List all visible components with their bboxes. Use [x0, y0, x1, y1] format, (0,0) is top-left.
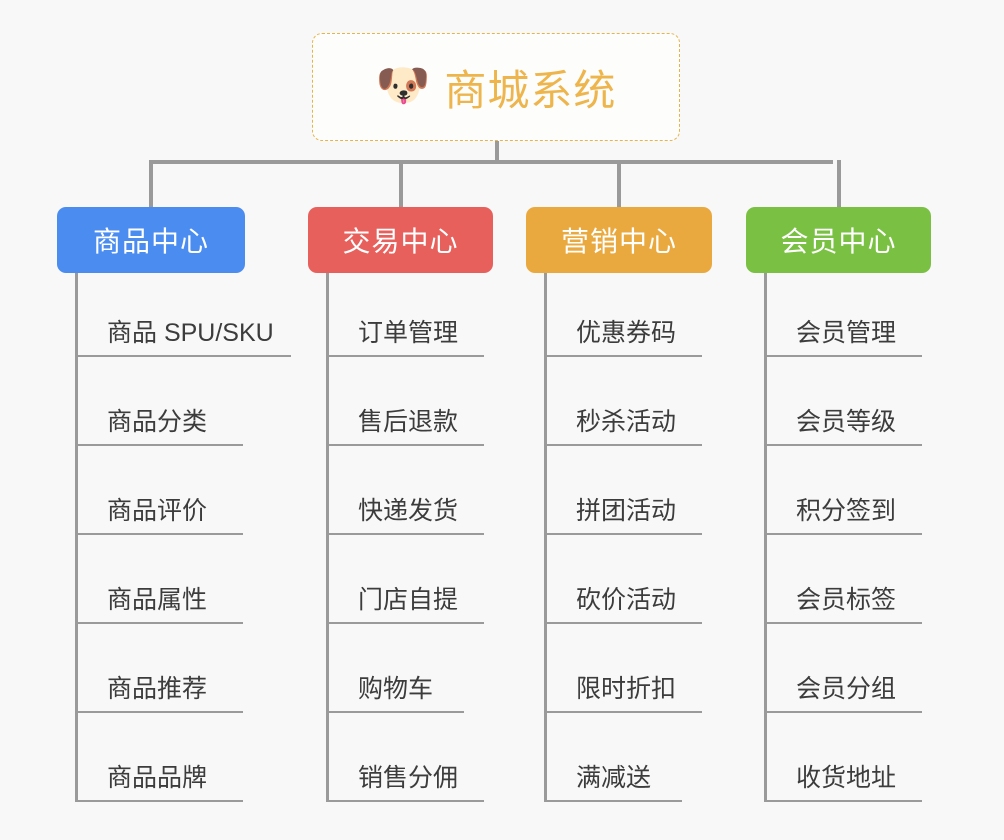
leaf-underline: [544, 711, 702, 713]
leaf-label: 会员分组: [796, 675, 897, 703]
connector-drop-1: [149, 160, 153, 208]
connector-drop-4: [836, 160, 841, 208]
leaf-underline: [544, 444, 702, 446]
leaf-label: 销售分佣: [358, 764, 459, 792]
leaf-underline: [326, 444, 484, 446]
leaf-label: 会员等级: [796, 408, 897, 436]
leaf-underline: [764, 355, 922, 357]
connector-drop-2: [398, 160, 403, 208]
leaf-label: 秒杀活动: [576, 408, 677, 436]
leaf-label: 收货地址: [796, 764, 897, 792]
leaf-label: 商品属性: [107, 586, 208, 614]
leaf-underline: [544, 355, 702, 357]
branch-trunk-2: [326, 273, 329, 802]
leaf-label: 售后退款: [358, 408, 459, 436]
leaf-underline: [764, 622, 922, 624]
leaf-label: 购物车: [358, 675, 434, 703]
category-label: 商品中心: [92, 226, 209, 257]
leaf-label: 商品品牌: [107, 764, 208, 792]
leaf-underline: [75, 622, 243, 624]
branch-trunk-3: [544, 273, 547, 802]
leaf-underline: [764, 711, 922, 713]
leaf-label: 拼团活动: [576, 497, 677, 525]
leaf-underline: [75, 711, 243, 713]
leaf-underline: [764, 444, 922, 446]
leaf-underline: [75, 533, 243, 535]
leaf-underline: [764, 800, 922, 802]
connector-horizontal-bus: [149, 160, 833, 164]
leaf-label: 订单管理: [358, 319, 459, 347]
connector-drop-3: [617, 160, 621, 208]
root-title: 商城系统: [444, 66, 617, 114]
leaf-label: 限时折扣: [576, 675, 677, 703]
branch-trunk-4: [764, 273, 767, 802]
category-node-1[interactable]: 商品中心: [57, 207, 245, 273]
connector-root-stem: [495, 141, 499, 163]
leaf-label: 商品推荐: [107, 675, 208, 703]
leaf-underline: [764, 533, 922, 535]
leaf-underline: [326, 533, 484, 535]
leaf-label: 门店自提: [358, 586, 459, 614]
category-node-3[interactable]: 营销中心: [526, 207, 712, 273]
leaf-label: 会员管理: [796, 319, 897, 347]
category-label: 营销中心: [560, 226, 677, 257]
leaf-underline: [75, 355, 291, 357]
leaf-label: 优惠券码: [576, 319, 677, 347]
leaf-underline: [326, 800, 484, 802]
category-label: 交易中心: [342, 226, 459, 257]
category-node-2[interactable]: 交易中心: [308, 207, 493, 273]
leaf-underline: [75, 800, 243, 802]
leaf-label: 积分签到: [796, 497, 897, 525]
leaf-label: 商品 SPU/SKU: [107, 319, 274, 347]
leaf-underline: [544, 800, 682, 802]
leaf-underline: [544, 533, 702, 535]
leaf-label: 砍价活动: [576, 586, 677, 614]
leaf-label: 会员标签: [796, 586, 897, 614]
category-node-4[interactable]: 会员中心: [746, 207, 931, 273]
leaf-underline: [75, 444, 243, 446]
leaf-label: 商品分类: [107, 408, 208, 436]
category-label: 会员中心: [780, 226, 897, 257]
leaf-underline: [326, 355, 484, 357]
leaf-label: 商品评价: [107, 497, 208, 525]
leaf-underline: [326, 622, 484, 624]
root-node[interactable]: 🐶 商城系统: [312, 33, 680, 141]
leaf-label: 快递发货: [358, 497, 459, 525]
dog-face-icon: 🐶: [375, 61, 431, 110]
branch-trunk-1: [75, 273, 78, 802]
leaf-underline: [544, 622, 702, 624]
leaf-label: 满减送: [576, 764, 652, 792]
leaf-underline: [326, 711, 464, 713]
